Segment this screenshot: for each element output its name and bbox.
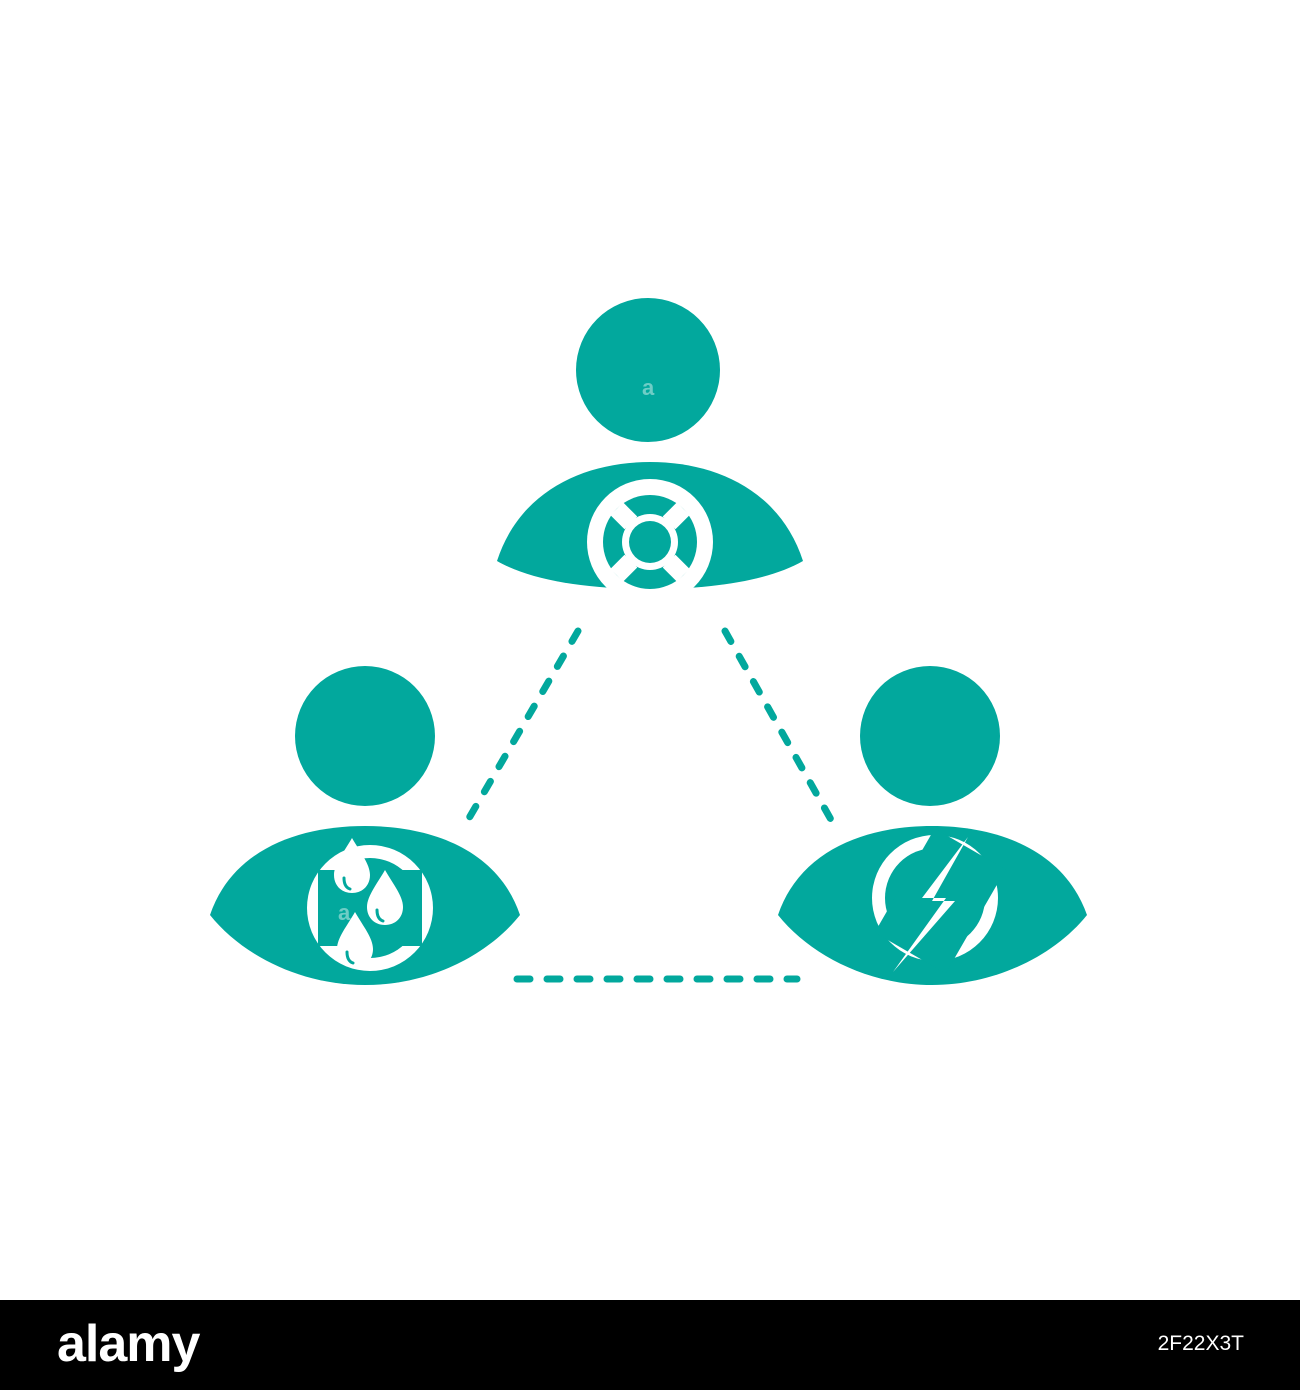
person-left bbox=[210, 666, 520, 985]
alamy-logo: alamy bbox=[57, 1315, 200, 1373]
people-network-diagram: a a bbox=[210, 298, 1087, 985]
lifebuoy-icon bbox=[587, 479, 713, 605]
stock-footer-bar: alamy 2F22X3T bbox=[0, 1300, 1300, 1390]
person-left-head bbox=[295, 666, 435, 806]
lightning-bolt-icon bbox=[872, 828, 1006, 974]
image-id-label: 2F22X3T bbox=[1157, 1332, 1244, 1355]
person-right-head bbox=[860, 666, 1000, 806]
person-right bbox=[778, 666, 1087, 985]
person-top-head bbox=[576, 298, 720, 442]
connector-top-right bbox=[721, 627, 838, 829]
person-top bbox=[497, 298, 803, 605]
watermark-letter-left: a bbox=[338, 900, 351, 925]
water-drops-icon bbox=[307, 838, 433, 971]
connector-top-left bbox=[461, 627, 582, 829]
watermark-letter-top: a bbox=[642, 375, 655, 400]
